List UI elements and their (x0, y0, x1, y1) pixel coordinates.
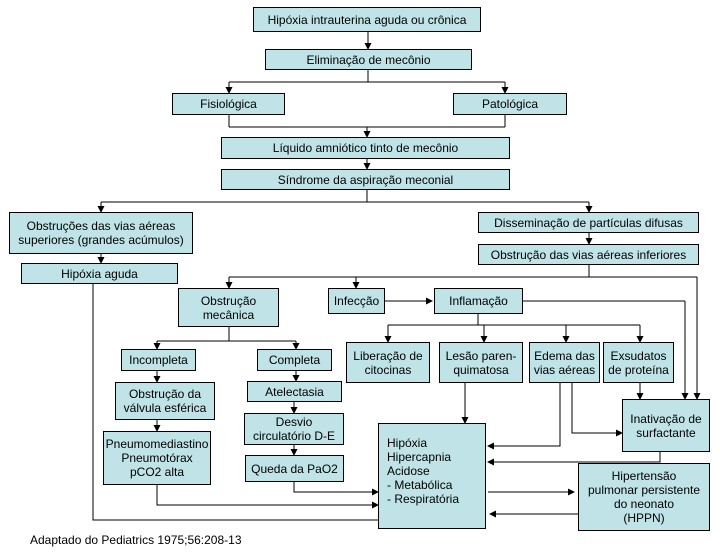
node-exsudatos-proteina: Exsudatos de proteína (603, 342, 674, 383)
node-incompleta: Incompleta (121, 349, 196, 371)
node-inativacao-surfactante: Inativação de surfactante (622, 399, 710, 452)
node-hipoxia-intrauterina: Hipóxia intrauterina aguda ou crônica (253, 7, 481, 32)
node-obstrucao-valvula: Obstrução da válvula esférica (115, 382, 215, 420)
node-inflamacao: Inflamação (434, 288, 523, 314)
node-infeccao: Infecção (328, 288, 385, 314)
node-completa: Completa (257, 349, 332, 371)
node-hppn: Hipertensão pulmonar persistente do neon… (578, 463, 710, 531)
node-obstrucoes-superiores: Obstruções das vias aéreas superiores (g… (9, 212, 193, 254)
node-eliminacao-meconio: Eliminação de mecônio (265, 49, 472, 70)
node-lesao-parenquimatosa: Lesão paren- quimatosa (439, 342, 523, 383)
node-hipoxia-hipercapnia-acidose: Hipóxia Hipercapnia Acidose - Metabólica… (378, 423, 486, 529)
node-hipoxia-aguda: Hipóxia aguda (21, 263, 178, 284)
node-obstrucao-inferiores: Obstrução das vias aéreas inferiores (478, 244, 699, 265)
node-atelectasia: Atelectasia (247, 381, 342, 402)
node-liquido-amniotico: Líquido amniótico tinto de mecônio (221, 137, 510, 159)
node-pneumomediastino: Pneumomediastino Pneumotórax pCO2 alta (103, 431, 211, 485)
node-patologica: Patológica (453, 93, 567, 115)
node-sindrome-aspiracao: Síndrome da aspiração meconial (221, 169, 510, 190)
source-caption: Adaptado do Pediatrics 1975;56:208-13 (30, 533, 242, 547)
node-edema-vias-aereas: Edema das vias aéreas (529, 342, 600, 383)
node-fisiologica: Fisiológica (172, 93, 285, 115)
node-disseminacao: Disseminação de partículas difusas (478, 212, 699, 233)
node-queda-pao2: Queda da PaO2 (245, 455, 344, 482)
node-obstrucao-mecanica: Obstrução mecânica (178, 288, 279, 327)
node-liberacao-citocinas: Liberação de citocinas (346, 342, 430, 383)
node-desvio-circulatorio: Desvio circulatório D-E (244, 413, 344, 445)
